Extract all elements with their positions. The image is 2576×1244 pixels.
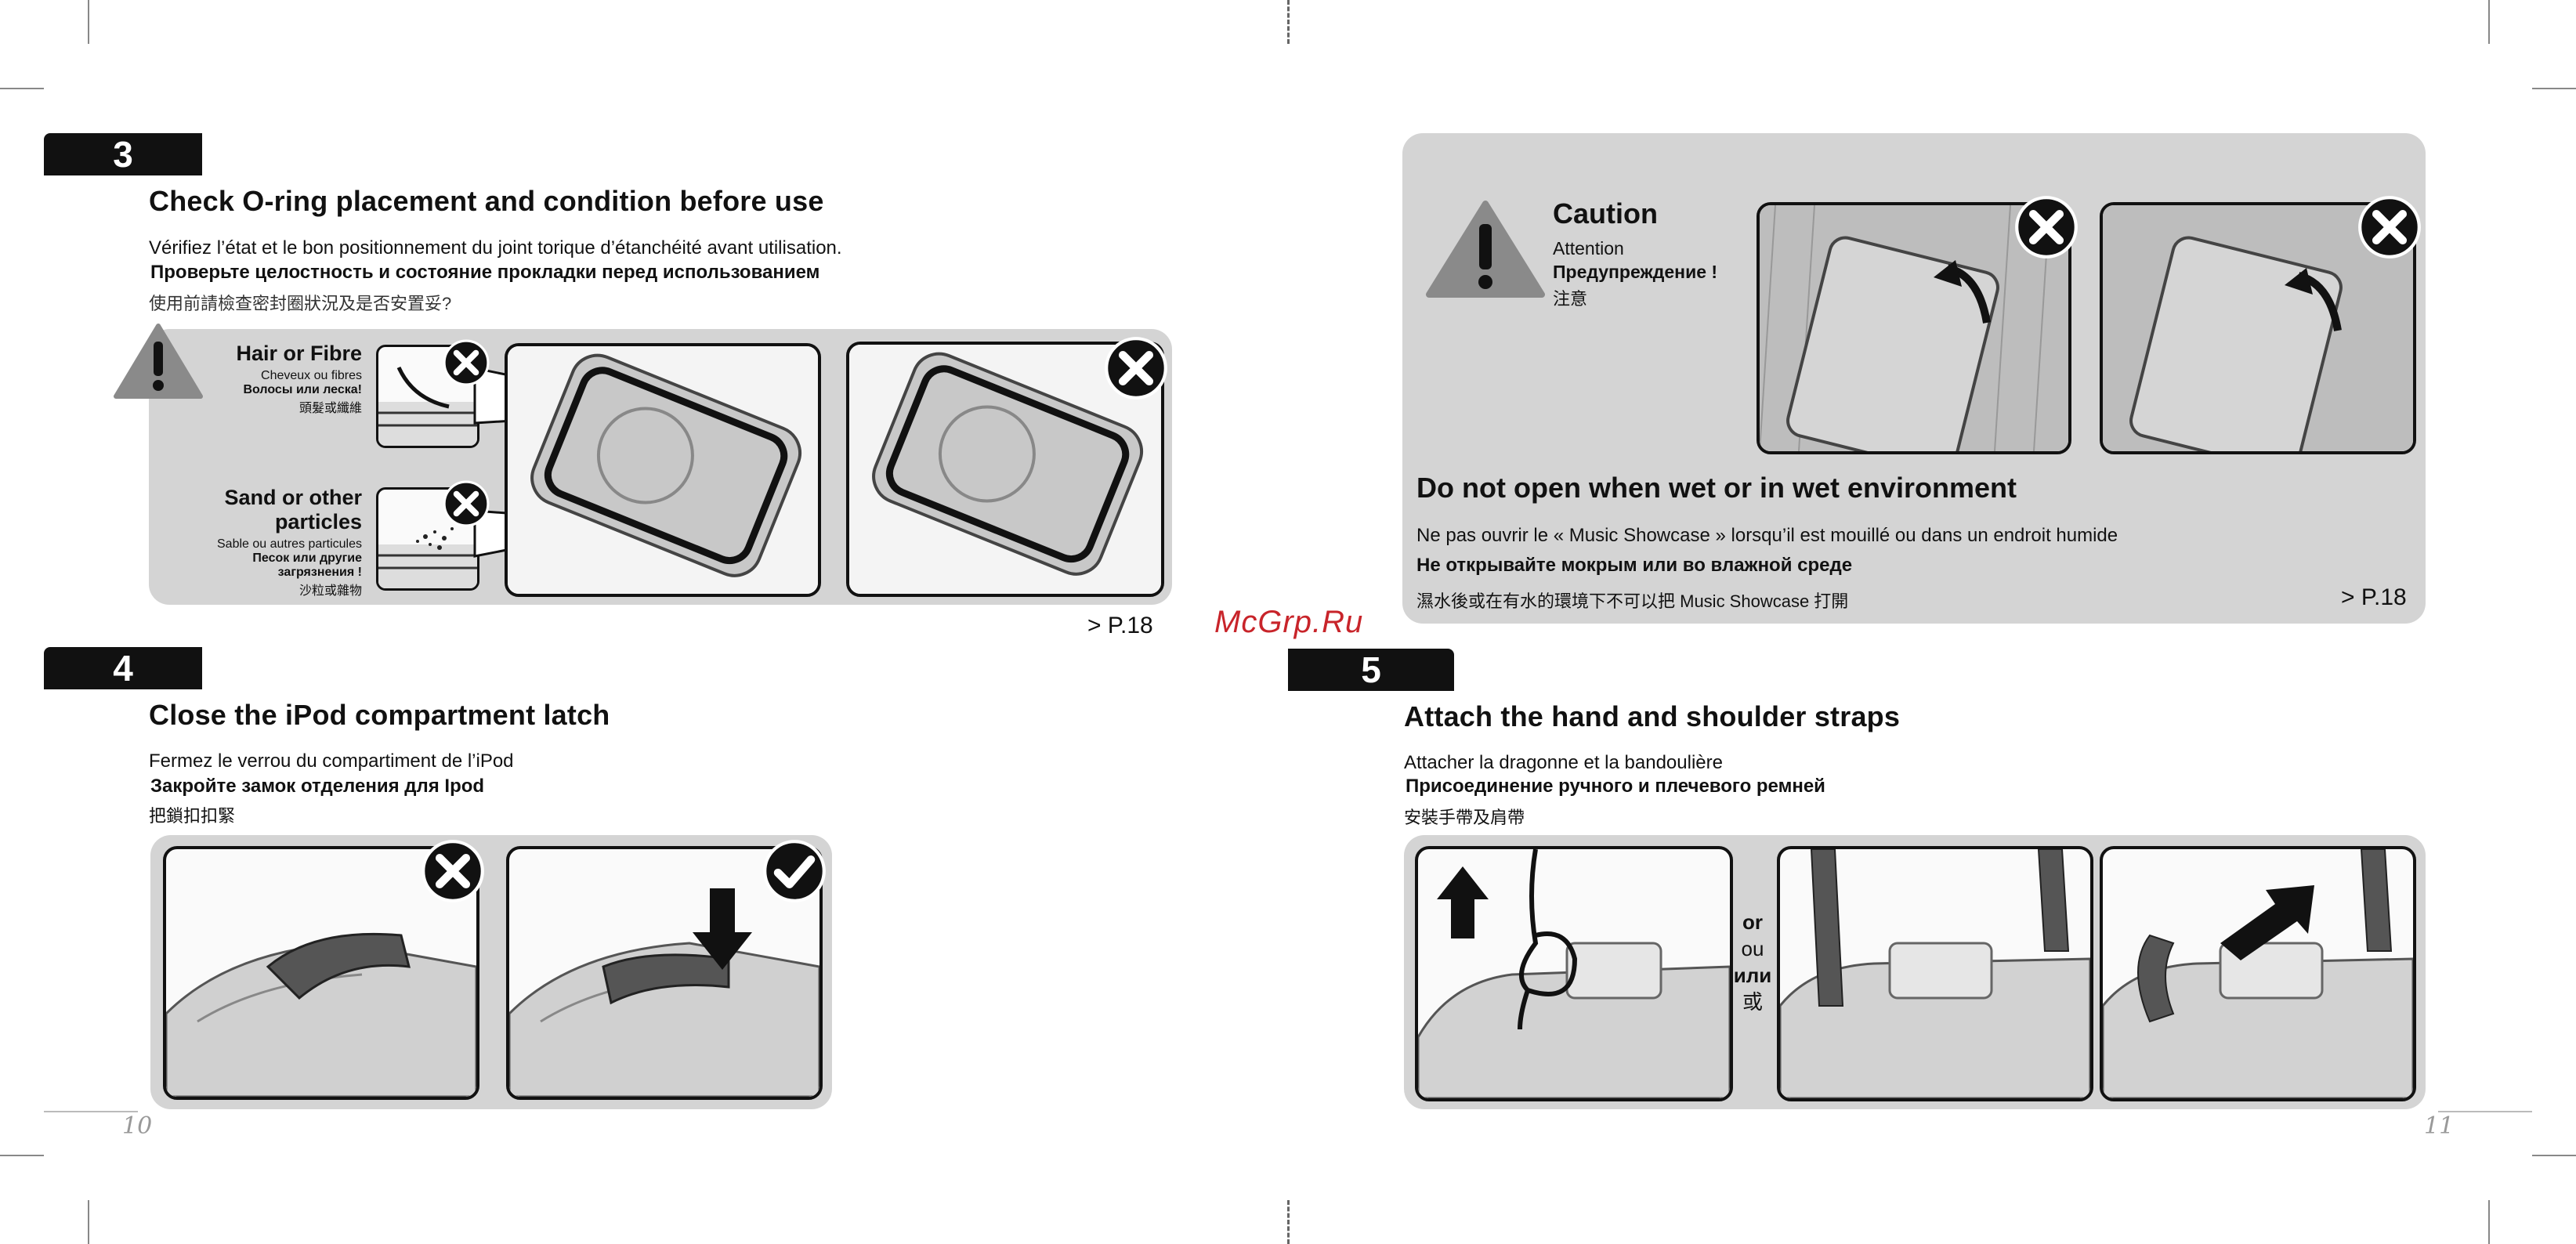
caution-line-fr: Ne pas ouvrir le « Music Showcase » lors… (1416, 525, 2118, 546)
caution-zh: 注意 (1553, 289, 1588, 309)
oring-bad-image (505, 343, 821, 597)
crop-mark (2532, 88, 2576, 89)
step-title: Attach the hand and shoulder straps (1404, 700, 1901, 732)
warning-triangle-icon (1426, 201, 1545, 298)
page-number: 11 (2424, 1112, 2455, 1140)
hair-zh: 頭髮或纖維 (298, 402, 362, 415)
caution-line-ru: Не открывайте мокрым или во влажной сред… (1416, 555, 1853, 576)
sand-ru1: Песок или другие (252, 551, 362, 565)
crop-mark (2488, 0, 2490, 44)
step-number: 5 (1288, 649, 1454, 691)
cross-circle-icon (1105, 337, 1167, 400)
crop-mark (0, 1155, 44, 1156)
or-en: or (1742, 910, 1763, 934)
warning-triangle-icon (114, 324, 203, 399)
cross-circle-icon (2358, 196, 2421, 259)
step-text-ru: Проверьте целостность и состояние прокла… (150, 262, 820, 283)
center-fold-mark (1287, 1200, 1290, 1244)
caution-line-zh: 濕水後或在有水的環境下不可以把 Music Showcase 打開 (1416, 591, 1849, 611)
sand-label: Sand or other particles Sable ou autres … (141, 486, 362, 598)
caution-fr: Attention (1553, 238, 1624, 259)
center-fold-mark (1287, 0, 1290, 44)
crop-mark (88, 1200, 89, 1244)
sand-fr: Sable ou autres particules (217, 537, 362, 551)
shoulder-strap-image (1777, 846, 2093, 1101)
or-zh: 或 (1742, 990, 1763, 1014)
cross-circle-icon (421, 840, 484, 902)
watermark: McGrp.Ru (1214, 605, 1364, 639)
arrow-down-icon (693, 888, 752, 970)
or-ru: или (1733, 964, 1772, 987)
page-reference: > P.18 (2341, 584, 2407, 610)
step-text-ru: Закройте замок отделения для Ipod (150, 776, 485, 797)
hair-fr: Cheveux ou fibres (261, 369, 362, 382)
hair-en: Hair or Fibre (236, 342, 362, 365)
cross-circle-icon (443, 339, 490, 386)
check-circle-icon (763, 840, 826, 902)
crop-mark (0, 88, 44, 89)
step-text-fr: Fermez le verrou du compartiment de l’iP… (149, 750, 514, 772)
sand-en: Sand or other particles (224, 486, 362, 533)
caution-heading: Do not open when wet or in wet environme… (1416, 472, 2017, 504)
arrow-up-icon (1437, 866, 1489, 938)
step-title: Check O-ring placement and condition bef… (149, 185, 824, 217)
step-title: Close the iPod compartment latch (149, 699, 610, 731)
latch-open-image (163, 846, 479, 1100)
page-number: 10 (122, 1112, 153, 1140)
caution-title: Caution (1553, 197, 1658, 230)
step-text-fr: Attacher la dragonne et la bandoulière (1404, 752, 1723, 773)
footer-rule (44, 1111, 138, 1112)
hair-ru: Волосы или леска! (243, 383, 362, 396)
step-text-zh: 把鎖扣扣緊 (149, 806, 236, 826)
or-separator: or ou или 或 (1727, 909, 1778, 1015)
step-text-zh: 安裝手帶及肩帶 (1404, 808, 1525, 827)
step-number: 3 (44, 133, 202, 175)
caution-ru: Предупреждение ! (1553, 262, 1718, 282)
wet-open-image (1757, 202, 2071, 454)
step-text-ru: Присоединение ручного и плечевого ремней (1406, 776, 1825, 797)
sand-zh: 沙粒或雜物 (298, 584, 362, 598)
page-reference: > P.18 (1087, 613, 1153, 638)
step-number: 4 (44, 647, 202, 689)
oring-bad-image-2 (846, 342, 1164, 597)
cross-circle-icon (2015, 196, 2078, 259)
hair-label: Hair or Fibre Cheveux ou fibres Волосы и… (149, 342, 362, 416)
crop-mark (88, 0, 89, 44)
step-text-fr: Vérifiez l’état et le bon positionnement… (149, 237, 842, 259)
or-fr: ou (1741, 937, 1764, 960)
footer-rule (2438, 1111, 2532, 1112)
cross-circle-icon (443, 480, 490, 527)
step-text-zh: 使用前請檢查密封圈狀況及是否安置妥? (149, 294, 452, 313)
sand-ru2: загрязнения ! (277, 566, 362, 579)
crop-mark (2488, 1200, 2490, 1244)
crop-mark (2532, 1155, 2576, 1156)
shoulder-strap-image-2 (2100, 846, 2416, 1101)
